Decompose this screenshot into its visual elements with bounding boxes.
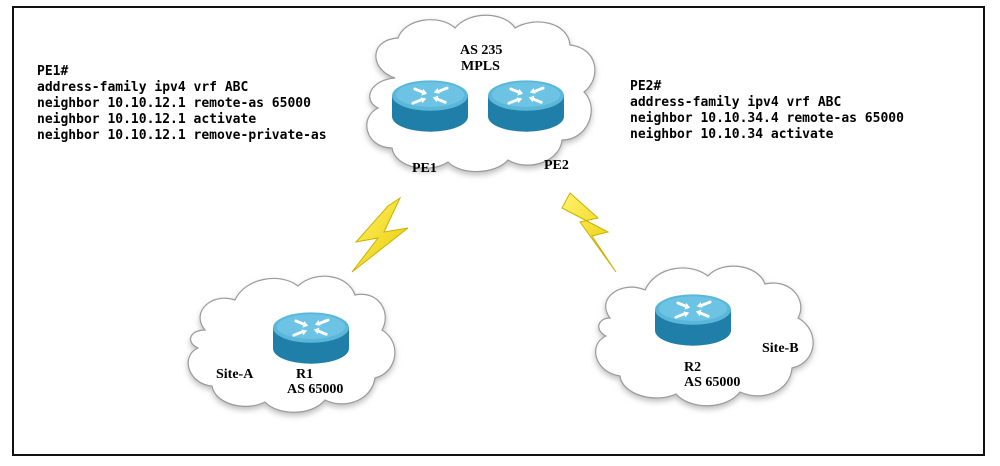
pe1-config-line: neighbor 10.10.12.1 remote-as 65000 bbox=[37, 96, 311, 111]
router-pe1-icon bbox=[392, 80, 468, 134]
pe2-config-line: PE2# bbox=[630, 79, 662, 94]
pe2-config-line: neighbor 10.10.34.4 remote-as 65000 bbox=[630, 111, 904, 126]
pe1-config-line: neighbor 10.10.12.1 remove-private-as bbox=[37, 128, 327, 143]
pe1-label: PE1 bbox=[412, 161, 437, 176]
router-r2-icon bbox=[655, 294, 731, 348]
r1-as-label: AS 65000 bbox=[287, 382, 344, 397]
site-b-label: Site-B bbox=[762, 341, 799, 356]
pe2-label: PE2 bbox=[544, 158, 569, 173]
pe1-config-line: address-family ipv4 vrf ABC bbox=[37, 80, 249, 95]
lightning-link-right bbox=[561, 192, 617, 273]
router-pe2-icon bbox=[488, 80, 564, 134]
r1-label: R1 bbox=[296, 367, 314, 382]
r2-label: R2 bbox=[684, 360, 702, 375]
pe2-config-line: address-family ipv4 vrf ABC bbox=[630, 95, 842, 110]
lightning-link-left bbox=[351, 196, 409, 273]
provider-as-label: AS 235 bbox=[460, 43, 503, 58]
provider-network-label: MPLS bbox=[461, 59, 500, 74]
site-a-label: Site-A bbox=[216, 367, 254, 382]
provider-cloud bbox=[366, 14, 596, 173]
pe2-config-line: neighbor 10.10.34 activate bbox=[630, 127, 834, 142]
r2-as-label: AS 65000 bbox=[684, 375, 741, 390]
pe1-config-line: neighbor 10.10.12.1 activate bbox=[37, 112, 257, 127]
pe1-config-line: PE1# bbox=[37, 64, 69, 79]
router-r1-icon bbox=[273, 312, 349, 366]
